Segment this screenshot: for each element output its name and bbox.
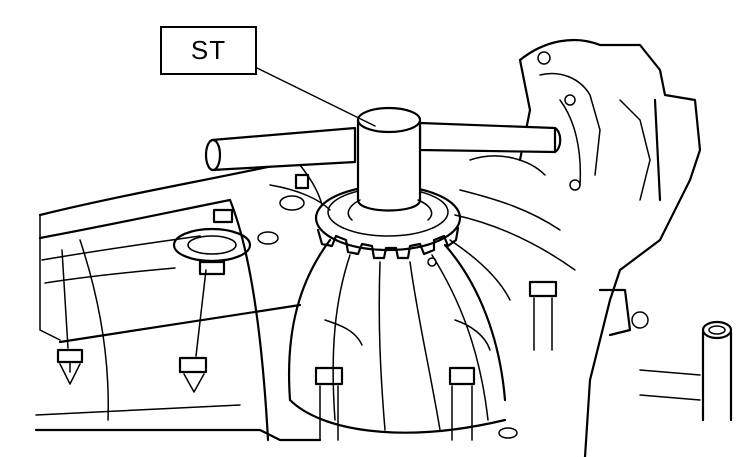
st-callout-label: ST xyxy=(190,35,227,65)
bolt-bottom-right xyxy=(498,427,518,439)
transmission-case-body xyxy=(34,148,332,442)
bolt-set xyxy=(56,173,558,441)
bolt-left-middle xyxy=(178,260,226,393)
bolt-top-left xyxy=(212,208,234,224)
bolt-right xyxy=(528,280,558,351)
breather-pipe xyxy=(639,320,733,422)
bolt-center-left xyxy=(314,366,344,441)
bell-housing xyxy=(449,38,702,457)
special-tool-st xyxy=(204,106,562,221)
center-cover xyxy=(287,238,507,434)
st-leader-line xyxy=(256,67,376,127)
bolt-left-front xyxy=(56,249,84,385)
bore-left xyxy=(172,227,252,263)
bolt-boss-left xyxy=(257,173,310,245)
bolt-center-right xyxy=(448,366,476,441)
st-callout-box: ST xyxy=(160,26,257,75)
